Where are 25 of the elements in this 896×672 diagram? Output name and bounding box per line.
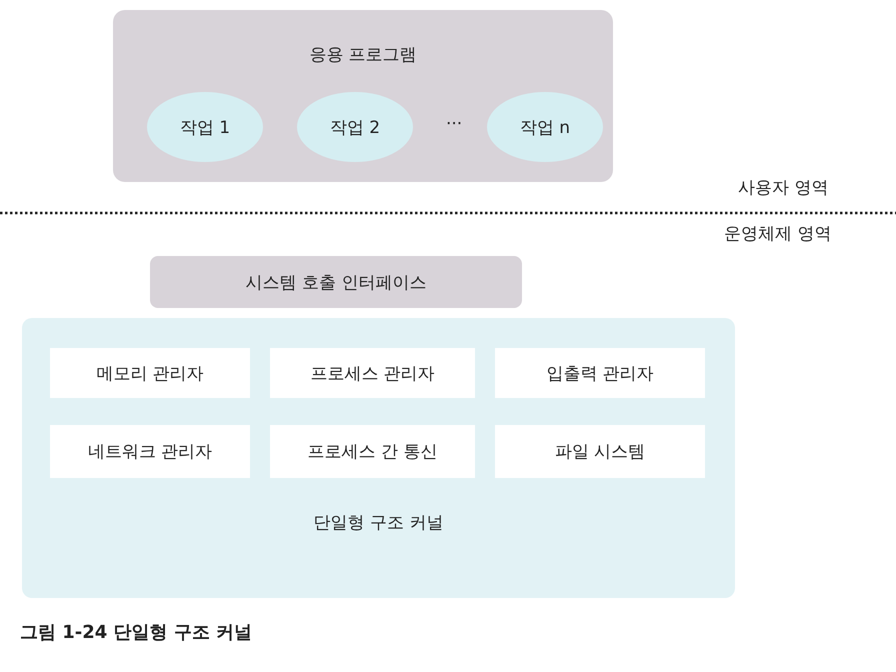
kernel-panel [22,318,735,598]
module-box [50,425,250,478]
node-label: 시스템 호출 인터페이스 [246,272,426,294]
module-box [270,425,475,478]
node-label: 프로세스 간 통신 [308,441,438,463]
node-label: 프로세스 관리자 [310,362,435,384]
node-label: 작업 2 [330,116,380,138]
node-label: 메모리 관리자 [96,362,204,384]
node-label: 작업 1 [180,116,230,138]
figure-caption: 그림 1-24 단일형 구조 커널 [20,621,252,644]
interface-bar [150,256,522,308]
node-label: 파일 시스템 [554,441,646,463]
ellipsis-text: ··· [446,114,462,134]
node-label: 작업 n [520,116,570,138]
node-label: 입출력 관리자 [546,362,654,384]
panel-title: 단일형 구조 커널 [312,512,444,534]
region-label: 사용자 영역 [738,177,828,199]
module-box [50,348,250,398]
node-label: 네트워크 관리자 [88,441,212,463]
module-box [495,425,705,478]
module-box [495,348,705,398]
module-box [270,348,475,398]
region-label: 운영체제 영역 [724,223,832,245]
app-panel [113,10,613,182]
panel-title: 응용 프로그램 [308,44,418,66]
